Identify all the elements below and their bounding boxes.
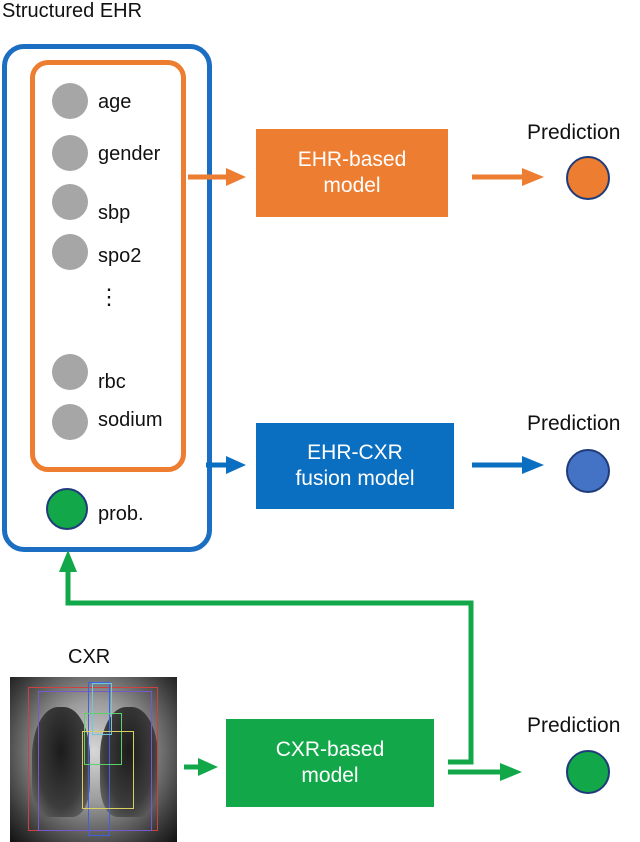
arrow-blue-1-head xyxy=(226,456,246,474)
fusion-model-line-2: fusion model xyxy=(295,467,415,490)
ehr-cxr-fusion-model-box: EHR-CXR fusion model xyxy=(256,423,454,509)
fusion-prediction-icon xyxy=(566,449,610,493)
cxr-label: CXR xyxy=(68,646,111,668)
feature-rbc-icon xyxy=(52,354,88,390)
cxr-prediction-label: Prediction xyxy=(527,714,621,737)
ehr-based-model-box: EHR-based model xyxy=(256,129,448,217)
structured-ehr-panel xyxy=(2,44,212,552)
xray-bbox-yellow xyxy=(82,731,134,809)
feature-sodium-label: sodium xyxy=(98,409,163,431)
cxr-prediction-icon xyxy=(566,750,610,794)
xray-bbox-blue xyxy=(88,682,110,836)
cxr-based-model-box: CXR-based model xyxy=(226,719,434,807)
arrow-blue-2-head xyxy=(522,456,544,474)
feature-sbp-label: sbp xyxy=(98,202,131,224)
ehr-model-line-1: EHR-based xyxy=(297,147,407,171)
arrow-green-feedback-head xyxy=(59,550,77,572)
fusion-prediction-label: Prediction xyxy=(527,412,621,435)
arrow-orange-2-head xyxy=(522,168,544,186)
left-lung-shape xyxy=(32,707,90,817)
arrow-green-feedback xyxy=(65,570,474,765)
prob-label: prob. xyxy=(98,503,144,525)
feature-spo2-label: spo2 xyxy=(98,245,142,267)
feature-gender-icon xyxy=(52,135,88,171)
feature-rbc-label: rbc xyxy=(98,371,126,393)
feature-sodium-icon xyxy=(52,404,88,440)
chest-xray-image xyxy=(10,677,177,842)
arrow-green-2-head xyxy=(500,763,522,781)
structured-ehr-title: Structured EHR xyxy=(2,0,143,22)
feature-sbp-icon xyxy=(52,184,88,220)
feature-gender-label: gender xyxy=(98,143,161,165)
prob-icon xyxy=(46,488,88,530)
ehr-prediction-label: Prediction xyxy=(527,121,621,144)
arrow-orange-1-head xyxy=(226,168,246,186)
feature-ellipsis: ⋮ xyxy=(98,284,120,309)
ehr-feature-group xyxy=(30,60,186,472)
xray-bbox-purple xyxy=(38,691,152,831)
cxr-model-line-1: CXR-based xyxy=(275,737,385,761)
feature-age-label: age xyxy=(98,91,132,113)
xray-bbox-cyan xyxy=(92,683,112,735)
feature-spo2-icon xyxy=(52,234,88,270)
cxr-model-line-2: model xyxy=(301,764,359,787)
ehr-prediction-icon xyxy=(566,156,610,200)
xray-bbox-green xyxy=(84,713,122,765)
feature-age-icon xyxy=(52,83,88,119)
ehr-model-line-2: model xyxy=(323,174,381,197)
fusion-model-line-1: EHR-CXR xyxy=(307,440,403,464)
arrow-green-1-head xyxy=(198,758,218,776)
